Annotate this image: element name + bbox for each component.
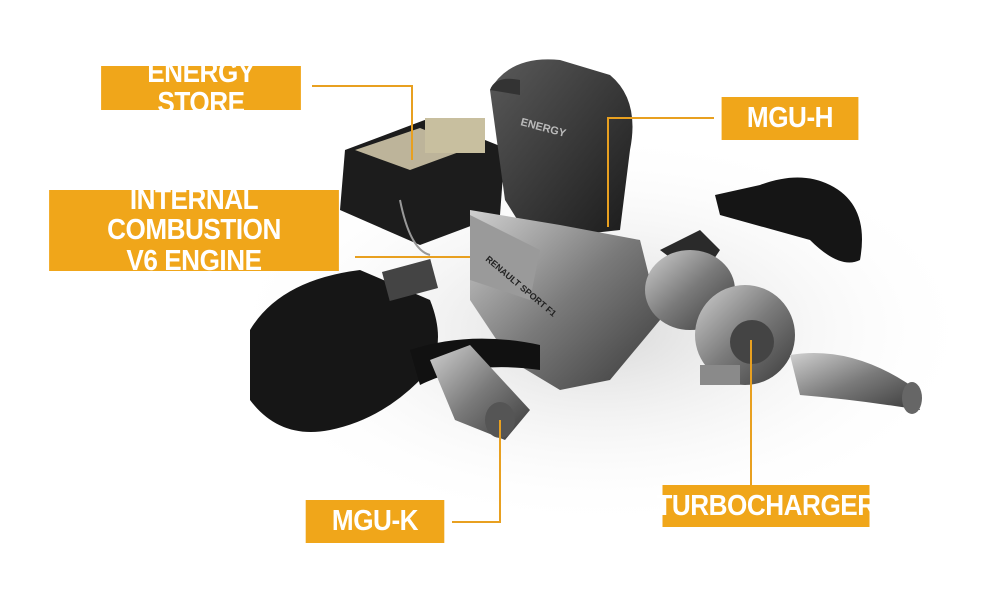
label-turbocharger-text: TURBOCHARGER: [656, 489, 876, 522]
label-mgu-k: MGU-K: [305, 500, 445, 543]
label-mgu-k-text: MGU-K: [331, 505, 419, 538]
label-mgu-h-text: MGU-H: [746, 102, 834, 135]
ice-leader-line: [355, 256, 470, 258]
label-mgu-h: MGU-H: [721, 97, 859, 140]
label-internal-combustion-engine: INTERNAL COMBUSTION V6 ENGINE: [49, 185, 339, 276]
label-ice-line2: V6 ENGINE: [126, 244, 262, 277]
right-exhaust-manifold: [715, 177, 862, 263]
mgu-k-leader-line: [452, 521, 501, 523]
exhaust-pipe: [790, 353, 920, 410]
label-energy-store: ENERGY STORE: [101, 57, 301, 118]
energy-store-battery: [340, 118, 505, 256]
mgu-h-leader-line: [607, 117, 714, 119]
energy-store-leader-line-vertical: [411, 85, 413, 160]
airbox: ENERGY: [490, 59, 633, 240]
label-ice-line1: INTERNAL COMBUSTION: [107, 183, 281, 247]
mgu-h-leader-line-vertical: [607, 117, 609, 227]
turbocharger-unit: [645, 230, 795, 385]
mgu-k-leader-line-vertical: [499, 420, 501, 523]
left-exhaust-manifold: [250, 270, 438, 432]
label-turbocharger: TURBOCHARGER: [656, 485, 876, 527]
label-energy-store-text: ENERGY STORE: [147, 56, 255, 119]
energy-store-leader-line: [312, 85, 413, 87]
turbocharger-leader-line: [750, 340, 752, 485]
